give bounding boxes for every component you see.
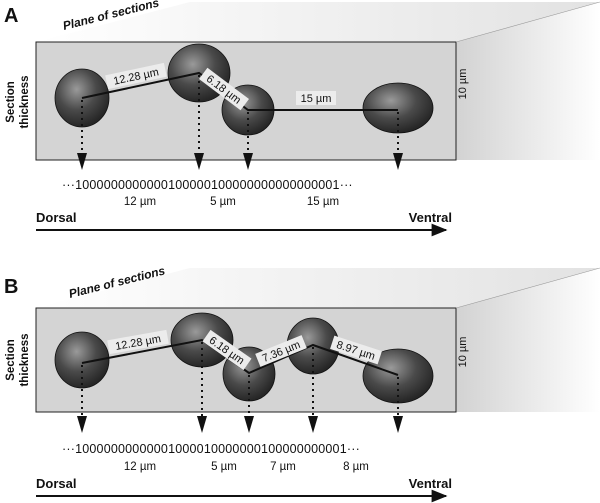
interval-label-1: 12 µm <box>124 196 156 208</box>
interval-label-2: 5 µm <box>211 461 237 473</box>
section-label-line1: Section <box>5 81 17 123</box>
dorsal-label: Dorsal <box>36 476 76 491</box>
arrow-heads <box>77 153 403 170</box>
thickness-value: 10 µm <box>457 69 469 100</box>
projection-arrows <box>81 75 399 158</box>
cell-4 <box>362 82 434 134</box>
box-top-face <box>36 2 600 42</box>
distance-label-3: 15 µm <box>301 93 332 105</box>
thickness-value: 10 µm <box>457 337 469 368</box>
interval-label-4: 8 µm <box>343 461 369 473</box>
box-side-face <box>456 268 600 412</box>
box-side-face <box>456 2 600 160</box>
ventral-label: Ventral <box>409 210 452 225</box>
dorsal-label: Dorsal <box>36 210 76 225</box>
section-label-line2: thickness <box>19 75 31 128</box>
cell-1 <box>54 331 110 389</box>
interval-label-2: 5 µm <box>210 196 236 208</box>
arrow-heads <box>77 416 403 433</box>
binary-sequence: ···1000000000000100000100000000000000001… <box>62 178 353 192</box>
ventral-label: Ventral <box>409 476 452 491</box>
panel-letter-b: B <box>4 276 18 298</box>
panel-a: A Plane of sections Section thickness 10… <box>4 0 600 237</box>
binary-sequence: ···1000000000000100001000000010000000000… <box>62 442 360 456</box>
interval-label-3: 15 µm <box>307 196 339 208</box>
projection-arrows <box>81 342 399 420</box>
panel-b: B Plane of sections Section thickness 10… <box>4 263 600 503</box>
section-label-line1: Section <box>5 339 17 381</box>
panel-letter-a: A <box>4 5 18 27</box>
box-top-face <box>36 268 600 308</box>
section-label-line2: thickness <box>19 333 31 386</box>
interval-label-1: 12 µm <box>124 461 156 473</box>
interval-label-3: 7 µm <box>270 461 296 473</box>
distance-path <box>81 338 399 376</box>
